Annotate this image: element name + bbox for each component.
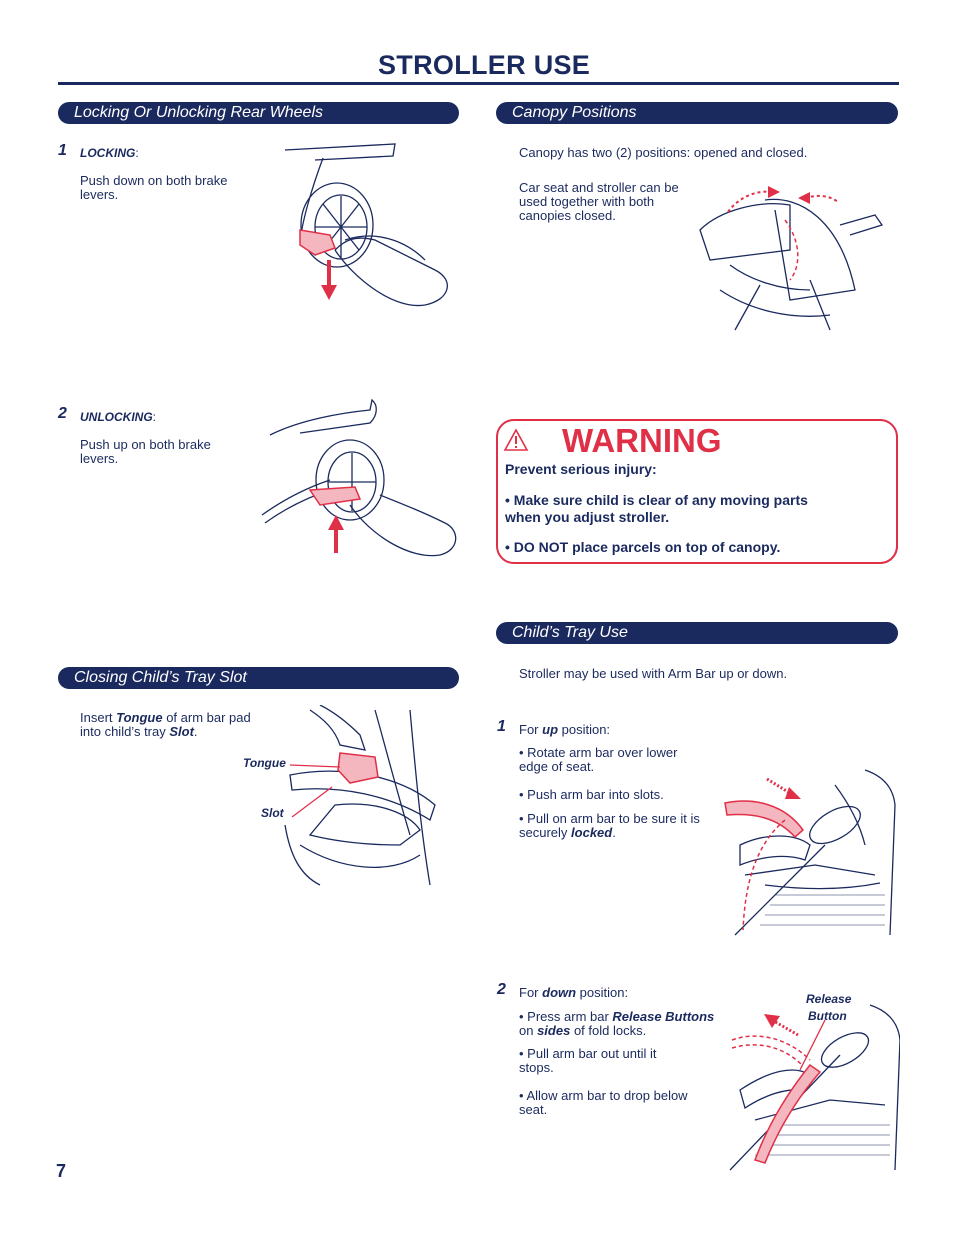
canopy-illustration xyxy=(699,186,884,331)
step-lead: For down position: xyxy=(519,985,629,1000)
page-title: STROLLER USE xyxy=(378,50,591,80)
tray-slot-illustration xyxy=(284,705,436,886)
warning-line: Prevent serious injury: xyxy=(505,461,657,477)
warning-box xyxy=(496,419,898,564)
section-heading-canopy: Canopy Positions xyxy=(496,102,898,124)
warning-bullet: • Make sure child is clear of any moving… xyxy=(505,492,808,525)
brake-unlock-illustration xyxy=(261,398,457,557)
bullet-item: • Pull on arm bar to be sure it is secur… xyxy=(519,811,700,840)
bullet-item: • Press arm bar Release Buttons on sides… xyxy=(519,1009,715,1038)
canopy-text: Canopy has two (2) positions: opened and… xyxy=(519,145,808,160)
release-button-label: Button xyxy=(808,1009,847,1023)
step-label: LOCKING: xyxy=(80,146,139,160)
warning-bullet: • DO NOT place parcels on top of canopy. xyxy=(505,539,781,555)
step-number: 1 xyxy=(497,718,506,735)
step-number: 1 xyxy=(58,142,67,159)
section-heading-rear-wheels: Locking Or Unlocking Rear Wheels xyxy=(58,102,459,124)
step-lead: For up position: xyxy=(519,722,611,737)
step-text: Push down on both brake levers. xyxy=(80,173,228,202)
page-number: 7 xyxy=(56,1161,67,1181)
arm-bar-down-illustration xyxy=(729,1004,900,1171)
section-heading-tray-use: Child’s Tray Use xyxy=(496,622,898,644)
slot-label: Slot xyxy=(261,806,284,820)
bullet-item: • Pull arm bar out until it stops. xyxy=(519,1046,657,1075)
bullet-item: • Push arm bar into slots. xyxy=(519,787,664,802)
bullet-item: • Allow arm bar to drop below seat. xyxy=(519,1088,688,1117)
step-text: Push up on both brake levers. xyxy=(80,437,211,466)
section-heading-tray-slot: Closing Child’s Tray Slot xyxy=(58,667,459,689)
bullet-item: • Rotate arm bar over lower edge of seat… xyxy=(519,745,678,774)
tray-use-intro: Stroller may be used with Arm Bar up or … xyxy=(519,666,788,681)
canopy-text: Car seat and stroller can be used togeth… xyxy=(519,180,679,223)
arm-bar-up-illustration xyxy=(724,769,896,936)
tongue-label: Tongue xyxy=(243,756,286,770)
tray-slot-text: Insert Tongue of arm bar pad into child’… xyxy=(80,710,251,739)
warning-title: WARNING xyxy=(562,422,722,459)
warning-triangle-icon xyxy=(503,428,529,451)
step-number: 2 xyxy=(58,405,67,422)
step-label: UNLOCKING: xyxy=(80,410,157,424)
release-button-label: Release xyxy=(806,992,852,1006)
step-number: 2 xyxy=(497,981,506,998)
title-rule xyxy=(58,82,899,85)
brake-lock-illustration xyxy=(284,143,448,307)
